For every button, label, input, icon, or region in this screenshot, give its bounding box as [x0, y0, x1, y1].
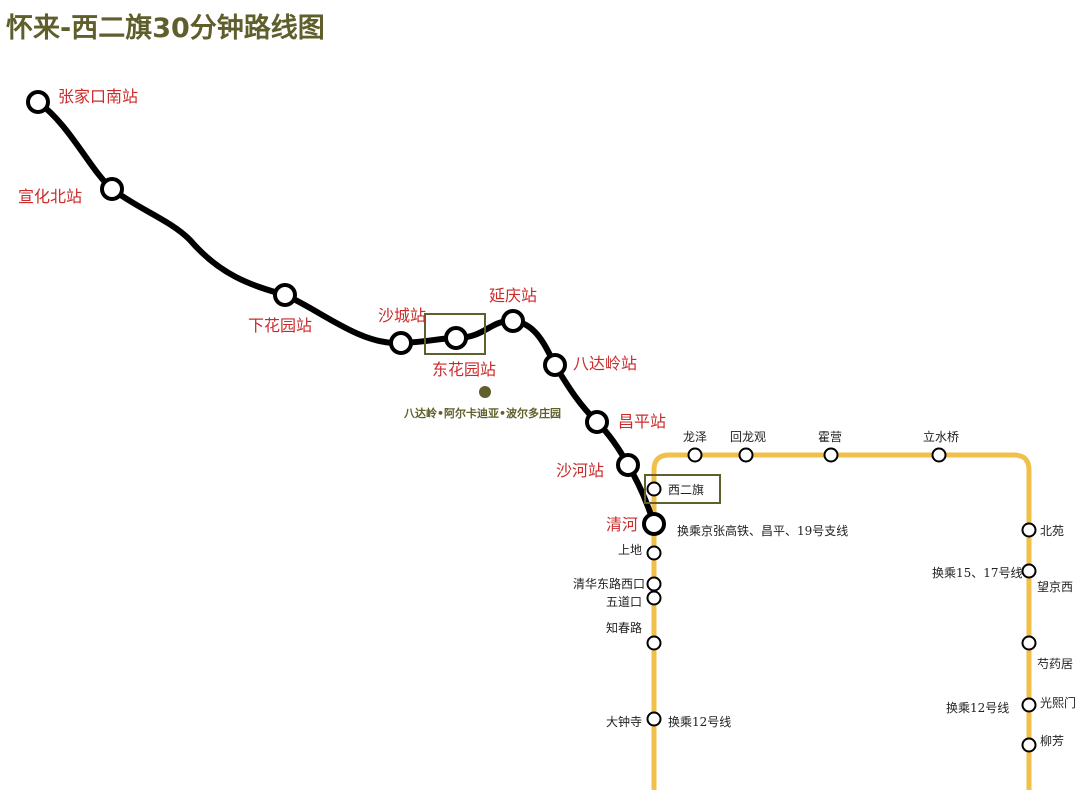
label-zhangjiakou-nan: 张家口南站	[58, 87, 138, 106]
label-qinghe: 清河	[606, 515, 638, 534]
label-yanqing: 延庆站	[489, 286, 537, 305]
label-transfer-qinghe: 换乘京张高铁、昌平、19号支线	[677, 523, 848, 538]
station-donghuayuan[interactable]	[444, 326, 468, 350]
label-huilongguan: 回龙观	[730, 430, 766, 444]
label-shahe: 沙河站	[556, 461, 604, 480]
station-yanqing[interactable]	[501, 309, 525, 333]
label-xiahuayuan: 下花园站	[248, 316, 312, 335]
station-huoying[interactable]	[823, 447, 839, 463]
donghuayuan-highlight-box	[424, 313, 486, 355]
station-dazhongsi[interactable]	[646, 711, 662, 727]
label-guangximen: 光熙门	[1040, 695, 1076, 710]
station-qinghua-donglu-xikou[interactable]	[646, 576, 662, 592]
label-liufang: 柳芳	[1040, 734, 1064, 748]
station-shaoyaoju[interactable]	[1021, 635, 1037, 651]
label-wudaokou: 五道口	[606, 595, 642, 609]
station-changping[interactable]	[585, 410, 609, 434]
label-wangjingxi: 望京西	[1037, 580, 1073, 594]
label-donghuayuan: 东花园站	[432, 360, 496, 379]
station-wangjingxi[interactable]	[1021, 563, 1037, 579]
station-shangdi[interactable]	[646, 545, 662, 561]
label-xuanhua-bei: 宣化北站	[18, 187, 82, 206]
xierqi-highlight-box	[644, 474, 721, 504]
label-zhichunlu: 知春路	[606, 620, 642, 635]
station-zhangjiakou-nan[interactable]	[26, 90, 50, 114]
station-liufang[interactable]	[1021, 737, 1037, 753]
label-transfer-wangjingxi: 换乘15、17号线	[932, 566, 1023, 580]
station-longze[interactable]	[687, 447, 703, 463]
label-longze: 龙泽	[683, 430, 707, 444]
label-qinghua-donglu-xikou: 清华东路西口	[573, 576, 645, 591]
station-xuanhua-bei[interactable]	[100, 177, 124, 201]
station-badaling[interactable]	[543, 353, 567, 377]
station-xierqi[interactable]	[646, 481, 662, 497]
label-badaling: 八达岭站	[573, 354, 637, 373]
label-beiyuan: 北苑	[1040, 524, 1064, 538]
station-huilongguan[interactable]	[738, 447, 754, 463]
metro-line-13	[651, 452, 1032, 790]
station-guangximen[interactable]	[1021, 697, 1037, 713]
label-xierqi: 西二旗	[668, 482, 704, 497]
station-shacheng[interactable]	[389, 331, 413, 355]
label-shangdi: 上地	[618, 543, 642, 557]
station-wudaokou[interactable]	[646, 590, 662, 606]
label-lishuiqiao: 立水桥	[923, 429, 959, 444]
label-changping: 昌平站	[618, 412, 666, 431]
station-zhichunlu[interactable]	[646, 635, 662, 651]
label-huoying: 霍营	[818, 430, 842, 444]
label-dazhongsi: 大钟寺	[606, 714, 642, 729]
station-beiyuan[interactable]	[1021, 522, 1037, 538]
label-transfer-dazhongsi: 换乘12号线	[668, 715, 731, 729]
poi-dot	[479, 386, 491, 398]
station-xiahuayuan[interactable]	[273, 283, 297, 307]
label-transfer-guangximen: 换乘12号线	[946, 701, 1009, 715]
station-qinghe[interactable]	[642, 512, 666, 536]
label-shaoyaoju: 芍药居	[1037, 657, 1073, 671]
station-shahe[interactable]	[616, 453, 640, 477]
poi-label: 八达岭•阿尔卡迪亚•波尔多庄园	[403, 406, 561, 420]
label-shacheng: 沙城站	[378, 306, 426, 325]
page-title: 怀来-西二旗30分钟路线图	[6, 13, 325, 44]
station-lishuiqiao[interactable]	[931, 447, 947, 463]
